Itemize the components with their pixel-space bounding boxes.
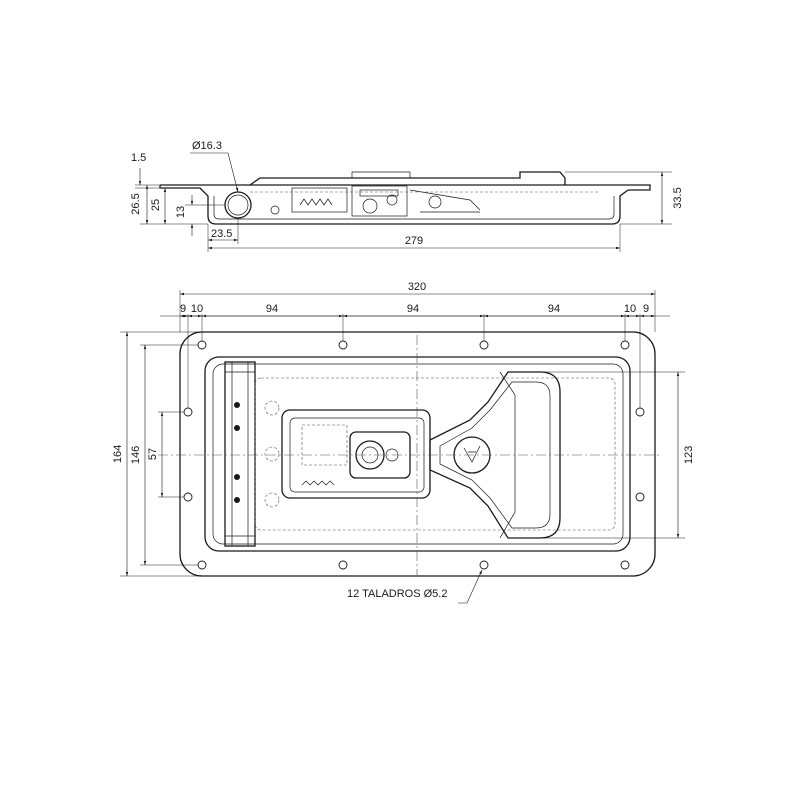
mounting-hole <box>620 560 630 570</box>
dim-123: 123 <box>683 446 695 464</box>
mounting-hole <box>183 492 193 502</box>
hinge-strip <box>224 361 256 547</box>
logo-icon <box>463 445 481 463</box>
mounting-hole <box>620 340 630 350</box>
top-view-mechanism <box>250 185 600 217</box>
dim-1-5: 1.5 <box>131 152 146 164</box>
mounting-hole <box>479 560 489 570</box>
mounting-hole <box>183 407 193 417</box>
dim-94-a: 94 <box>266 303 278 315</box>
rivet <box>234 497 240 503</box>
dim-320: 320 <box>408 281 426 293</box>
holes-note: 12 TALADROS Ø5.2 <box>347 588 447 600</box>
outer-plate <box>179 331 656 577</box>
mounting-hole <box>635 407 645 417</box>
dim-26-5: 26.5 <box>130 193 142 214</box>
mounting-hole <box>197 340 207 350</box>
top-view-handle <box>249 171 566 186</box>
dim-279: 279 <box>405 235 423 247</box>
top-view: 1.5 Ø16.3 26.5 25 13 23.5 279 33.5 <box>130 140 684 252</box>
dim-33-5: 33.5 <box>672 187 684 208</box>
dim-9-left: 9 <box>180 303 186 315</box>
rivet <box>234 402 240 408</box>
top-view-flange <box>160 184 651 191</box>
top-view-body <box>159 185 629 225</box>
inner-recess <box>204 356 631 552</box>
top-view-cam-hole <box>224 191 252 219</box>
dim-13: 13 <box>175 206 187 218</box>
dim-164: 164 <box>112 445 124 463</box>
rivet <box>234 425 240 431</box>
mounting-hole <box>635 492 645 502</box>
dim-9-right: 9 <box>643 303 649 315</box>
dim-10-right: 10 <box>624 303 636 315</box>
mounting-hole <box>479 340 489 350</box>
mounting-hole <box>197 560 207 570</box>
mounting-holes <box>183 340 645 570</box>
dim-23-5: 23.5 <box>211 228 232 240</box>
dim-57: 57 <box>147 448 159 460</box>
dim-94-b: 94 <box>407 303 419 315</box>
dim-94-c: 94 <box>548 303 560 315</box>
lid-outline <box>254 377 616 531</box>
dim-25: 25 <box>150 199 162 211</box>
dim-hole-diameter: Ø16.3 <box>192 140 222 152</box>
mounting-hole <box>338 340 348 350</box>
front-view: 320 9 10 94 94 94 10 9 164 146 57 123 <box>112 281 695 604</box>
rivet <box>234 474 240 480</box>
dim-10-left: 10 <box>191 303 203 315</box>
mounting-hole <box>338 560 348 570</box>
spring <box>301 480 335 486</box>
dim-146: 146 <box>130 446 142 464</box>
